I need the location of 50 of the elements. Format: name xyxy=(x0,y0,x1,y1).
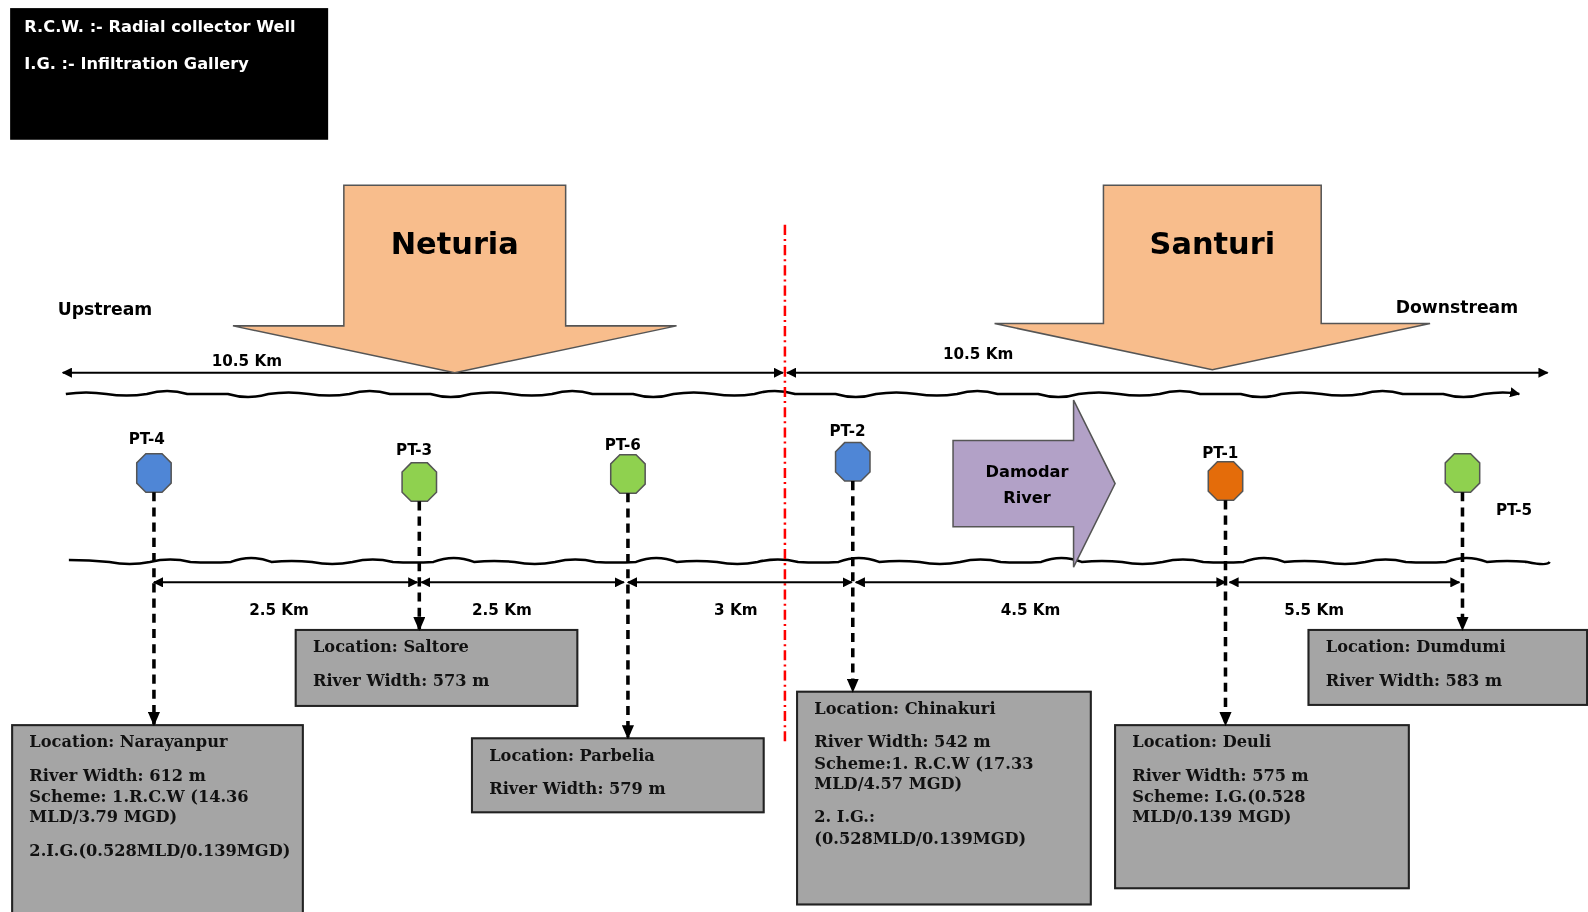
location-text: Location: Deuli xyxy=(1132,732,1273,754)
arrow xyxy=(413,501,426,631)
location-text: Location: Narayanpur xyxy=(29,732,229,754)
distance-label: 3 Km xyxy=(714,600,758,619)
legend-box xyxy=(10,8,329,140)
distance-label: 10.5 Km xyxy=(942,344,1014,363)
station-label: PT-2 xyxy=(829,421,866,440)
distance-label: 2.5 Km xyxy=(249,600,309,619)
location-text: River Width: 579 m xyxy=(489,778,667,800)
distance-label: 10.5 Km xyxy=(211,351,283,370)
location-text: Scheme: 1.R.C.W (14.36 MLD/3.79 MGD) xyxy=(29,786,250,829)
arrow xyxy=(846,481,859,693)
station-label: PT-6 xyxy=(604,435,641,454)
location-box xyxy=(470,737,765,814)
river-name: Damodar River xyxy=(984,460,1070,509)
location-text: River Width: 612 m xyxy=(29,765,207,787)
location-text: Location: Chinakuri xyxy=(814,698,997,720)
place-name: Neturia xyxy=(389,225,520,262)
location-text: Location: Dumdumi xyxy=(1325,637,1507,659)
location-box xyxy=(1307,628,1588,706)
place-name: Santuri xyxy=(1148,225,1277,262)
direction-label: Downstream xyxy=(1395,296,1519,317)
station-label: PT-5 xyxy=(1495,500,1533,519)
location-box xyxy=(11,724,304,912)
location-text: River Width: 583 m xyxy=(1325,670,1504,692)
abbreviation-note: I.G. :- Infiltration Gallery xyxy=(24,53,250,76)
location-text: River Width: 573 m xyxy=(312,670,491,692)
arrow xyxy=(621,493,634,740)
station-label: PT-3 xyxy=(396,440,433,459)
distance-label: 2.5 Km xyxy=(471,600,532,619)
arrow xyxy=(1456,492,1469,631)
arrow xyxy=(1219,500,1232,727)
location-text: Location: Saltore xyxy=(312,637,470,659)
location-text: Scheme: I.G.(0.528 MLD/0.139 MGD) xyxy=(1132,786,1307,829)
location-text: Scheme:1. R.C.W (17.33 MLD/4.57 MGD) xyxy=(814,753,1035,796)
location-box xyxy=(294,628,579,707)
location-box xyxy=(1114,724,1410,890)
distance-label: 4.5 Km xyxy=(1000,600,1061,619)
abbreviation-note: R.C.W. :- Radial collector Well xyxy=(24,16,297,39)
location-text: Location: Parbelia xyxy=(489,745,656,767)
station-label: PT-4 xyxy=(128,429,165,448)
arrow xyxy=(147,492,160,727)
direction-label: Upstream xyxy=(57,298,153,320)
location-text: River Width: 542 m xyxy=(814,732,992,754)
location-text: 2. I.G.: (0.528MLD/0.139MGD) xyxy=(814,807,1028,850)
location-text: River Width: 575 m xyxy=(1132,765,1310,787)
station-label: PT-1 xyxy=(1202,443,1239,462)
distance-label: 5.5 Km xyxy=(1284,600,1345,619)
location-box xyxy=(796,690,1092,906)
location-text: 2.I.G.(0.528MLD/0.139MGD) xyxy=(29,840,292,862)
